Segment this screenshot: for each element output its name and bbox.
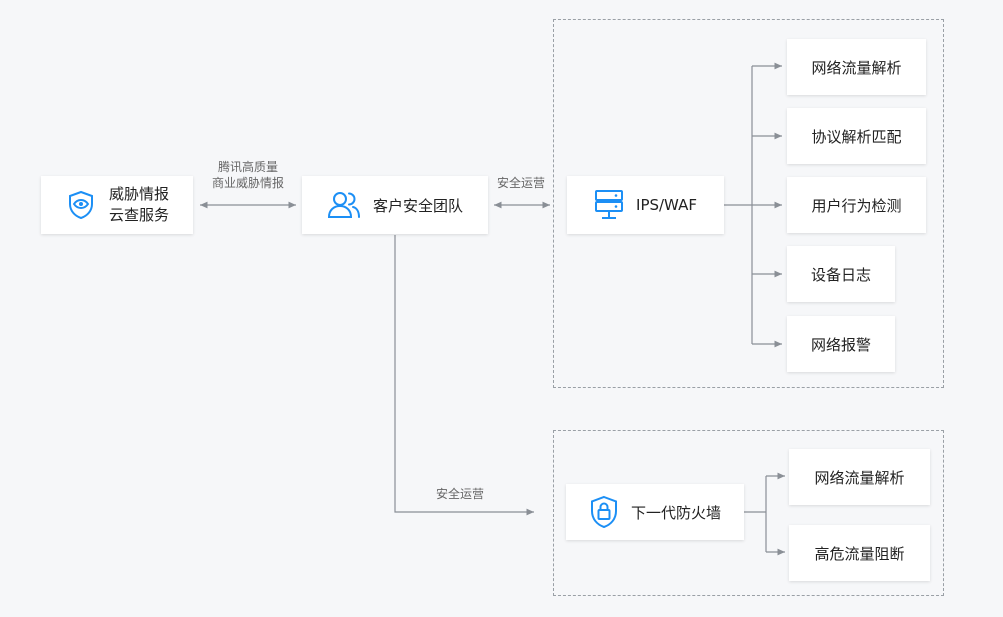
edge-label-ops-bottom: 安全运营: [435, 487, 484, 501]
threat-intel-line2: 云查服务: [108, 206, 169, 224]
ips-feature-4[interactable]: 设备日志: [787, 246, 895, 302]
firewall-group-frame: [553, 430, 944, 596]
firewall-feature-1[interactable]: 网络流量解析: [789, 449, 930, 505]
node-customer-team[interactable]: 客户安全团队: [302, 176, 488, 234]
threat-intel-line1: 威胁情报: [108, 185, 169, 203]
ips-feature-1[interactable]: 网络流量解析: [787, 39, 926, 95]
shield-eye-icon: [65, 189, 97, 221]
edge-label-intel-line1: 腾讯高质量: [217, 160, 278, 174]
firewall-label: 下一代防火墙: [630, 503, 721, 522]
customer-team-label: 客户安全团队: [372, 196, 463, 215]
server-icon: [594, 189, 624, 221]
shield-lock-icon: [589, 495, 619, 529]
firewall-feature-2[interactable]: 高危流量阻断: [789, 525, 930, 581]
ips-feature-2[interactable]: 协议解析匹配: [787, 108, 926, 164]
node-firewall[interactable]: 下一代防火墙: [566, 484, 744, 540]
users-icon: [327, 190, 361, 220]
edge-label-ops-top: 安全运营: [496, 176, 545, 190]
ips-waf-label: IPS/WAF: [636, 196, 697, 214]
ips-feature-5[interactable]: 网络报警: [787, 316, 895, 372]
ips-group-frame: [553, 19, 944, 388]
node-ips-waf[interactable]: IPS/WAF: [567, 176, 724, 234]
edge-team-firewall: [394, 235, 534, 516]
edge-label-intel: 腾讯高质量 商业威胁情报: [200, 159, 296, 191]
edge-label-intel-line2: 商业威胁情报: [211, 176, 284, 190]
node-threat-intel[interactable]: 威胁情报 云查服务: [41, 176, 193, 234]
ips-feature-3[interactable]: 用户行为检测: [787, 177, 926, 233]
